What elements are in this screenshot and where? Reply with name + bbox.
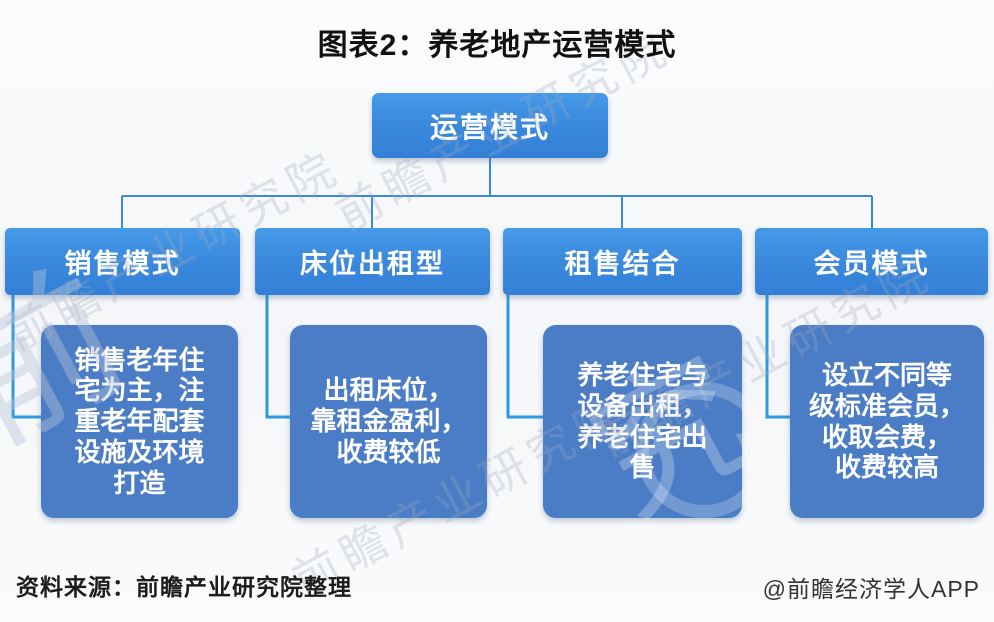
branch-label: 床位出租型	[300, 249, 445, 279]
node-branch-rent-sale-combo: 租售结合	[503, 228, 742, 295]
node-root-operation-mode: 运营模式	[372, 93, 608, 158]
footer-source: 资料来源：前瞻产业研究院整理	[16, 574, 352, 600]
desc-box-membership: 设立不同等 级标准会员， 收取会费， 收费较高	[790, 325, 984, 518]
node-branch-sales-mode: 销售模式	[5, 228, 240, 295]
chart-title: 图表2：养老地产运营模式	[317, 29, 677, 62]
elbow-connector-4	[765, 294, 790, 419]
desc-text: 养老住宅与 设备出租， 养老住宅出 售	[577, 360, 708, 483]
node-branch-bed-rental: 床位出租型	[255, 228, 490, 295]
desc-box-bed-rental: 出租床位， 靠租金盈利， 收费较低	[290, 325, 487, 518]
desc-text: 出租床位， 靠租金盈利， 收费较低	[310, 375, 467, 467]
branch-label: 会员模式	[813, 249, 930, 279]
desc-text: 销售老年住 宅为主，注 重老年配套 设施及环境 打造	[74, 344, 205, 498]
elbow-connector-1	[11, 294, 41, 419]
elbow-connector-3	[506, 294, 543, 419]
desc-box-rent-sale-combo: 养老住宅与 设备出租， 养老住宅出 售	[543, 325, 742, 518]
desc-box-sales-mode: 销售老年住 宅为主，注 重老年配套 设施及环境 打造	[41, 325, 238, 518]
footer-credit: @前瞻经济学人APP	[762, 576, 980, 602]
elbow-connector-2	[265, 294, 290, 419]
node-root-label: 运营模式	[429, 111, 550, 143]
node-branch-membership: 会员模式	[755, 228, 988, 295]
branch-label: 租售结合	[564, 249, 681, 279]
desc-text: 设立不同等 级标准会员， 收取会费， 收费较高	[808, 360, 965, 483]
branch-label: 销售模式	[64, 249, 181, 279]
